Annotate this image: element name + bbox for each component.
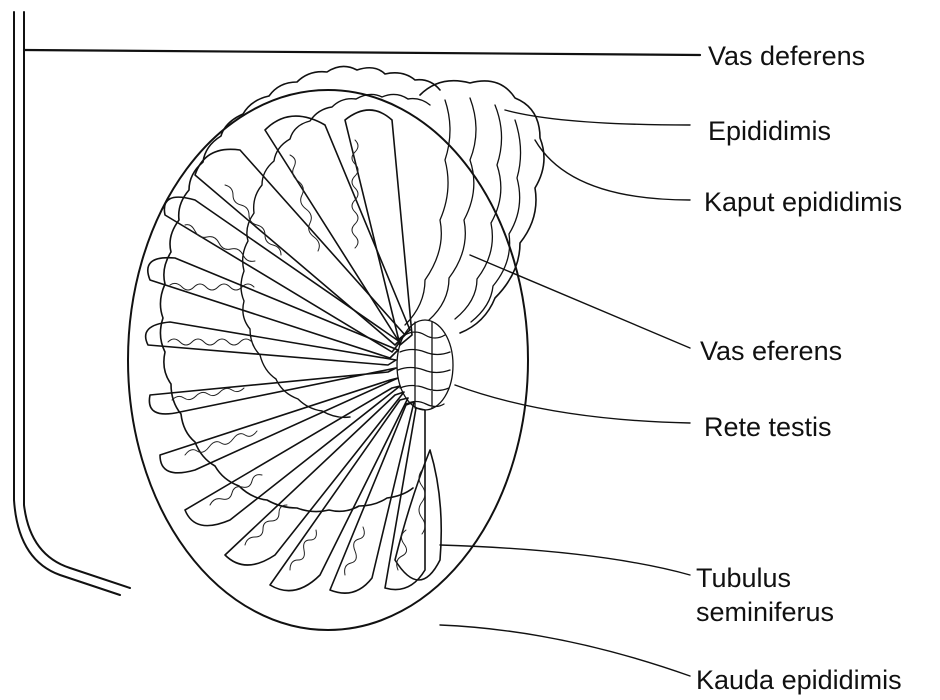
efferent-duct-1 <box>405 100 450 325</box>
efferent-duct-2 <box>429 98 476 320</box>
label-vas-deferens: Vas deferens <box>708 40 865 72</box>
label-tubulus-line2: seminiferus <box>696 596 834 628</box>
leader-vas-eferens <box>470 255 690 348</box>
scrotal-wall-inner <box>24 12 130 588</box>
leader-rete <box>455 385 690 423</box>
efferent-duct-4 <box>471 120 521 322</box>
epididymis-outer-coil <box>160 66 440 511</box>
label-kaput-epididimis: Kaput epididimis <box>704 186 902 218</box>
label-epididimis: Epididimis <box>708 115 831 147</box>
leader-tubulus <box>440 545 690 575</box>
label-rete-testis: Rete testis <box>704 411 832 443</box>
label-kauda-epididimis: Kauda epididimis <box>696 664 902 696</box>
leader-kaput <box>535 140 690 200</box>
kaput-epididymis-outline <box>420 81 544 333</box>
scrotal-wall-outer <box>14 12 120 595</box>
leader-kauda <box>440 625 690 676</box>
label-vas-eferens: Vas eferens <box>700 335 842 367</box>
vas-deferens-line <box>24 50 700 55</box>
label-tubulus-line1: Tubulus <box>696 562 791 594</box>
